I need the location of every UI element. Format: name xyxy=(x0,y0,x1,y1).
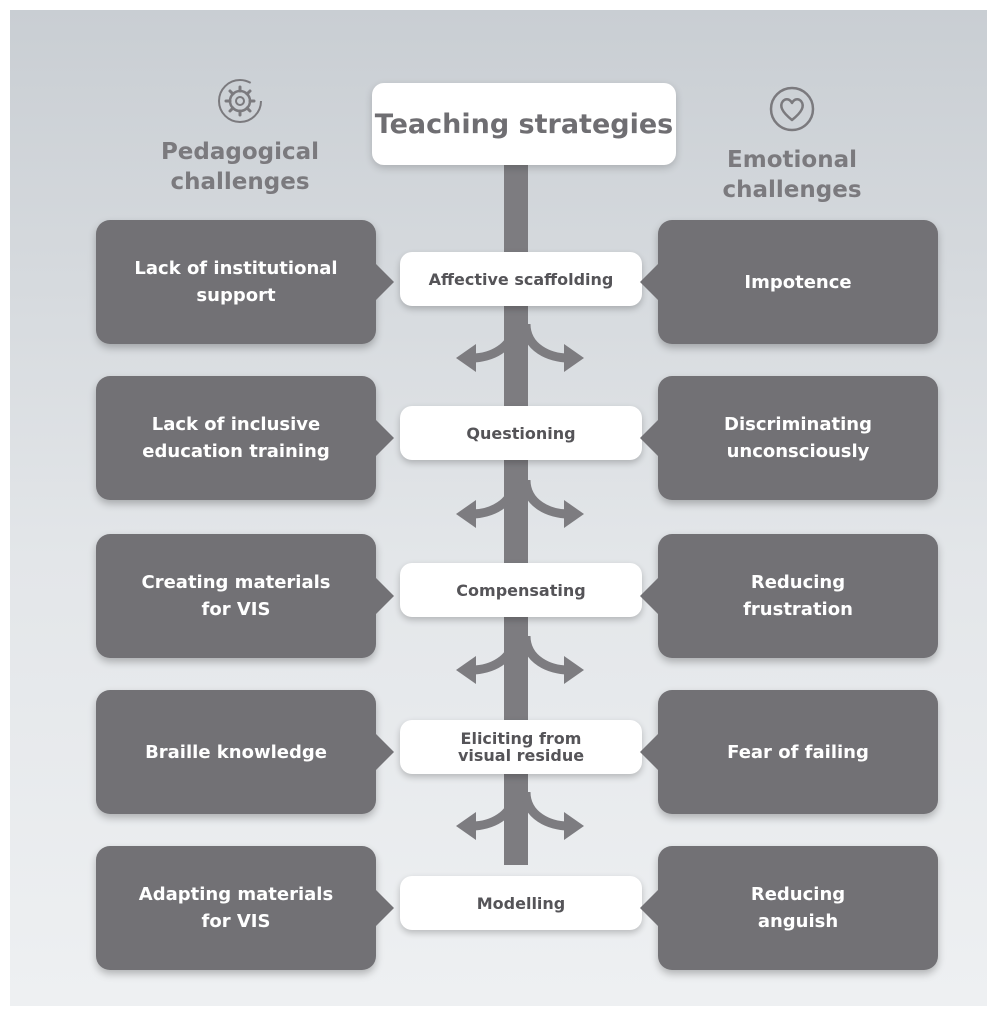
strategy-box: Questioning xyxy=(400,406,642,460)
strategy-label: Affective scaffolding xyxy=(428,269,614,289)
gear-icon xyxy=(218,79,262,123)
emotional-challenge-text: Discriminating xyxy=(724,414,872,435)
pedagogical-challenge-box: Lack of institutional support xyxy=(96,220,394,344)
pedagogical-challenge-text: Adapting materials xyxy=(138,884,334,905)
strategy-label: Modelling xyxy=(476,893,566,913)
strategy-box: Affective scaffolding xyxy=(400,252,642,306)
pedagogical-challenge-box: Lack of inclusive education training xyxy=(96,376,394,500)
strategy-label: Compensating xyxy=(456,580,586,600)
strategy-box: Compensating xyxy=(400,563,642,617)
emotional-challenge-text: anguish xyxy=(757,911,839,932)
page-title: Teaching strategies xyxy=(372,83,676,165)
pedagogical-challenge-text: for VIS xyxy=(201,599,271,620)
double-curved-arrow xyxy=(456,791,584,840)
strategy-box: Eliciting from visual residue xyxy=(400,720,642,774)
pedagogical-header-line1: Pedagogical xyxy=(160,139,320,165)
double-curved-arrow xyxy=(456,323,584,372)
pedagogical-challenge-text: support xyxy=(196,285,276,306)
pedagogical-challenge-text: Creating materials xyxy=(141,572,331,593)
emotional-header: Emotional challenges xyxy=(682,85,902,205)
emotional-challenge-text: Impotence xyxy=(744,271,852,293)
emotional-challenge-text: Reducing xyxy=(750,572,846,593)
strategy-label: Questioning xyxy=(466,423,576,443)
pedagogical-challenge-text: Lack of institutional xyxy=(134,258,338,279)
double-curved-arrow xyxy=(456,635,584,684)
diagram-canvas: Pedagogical challenges Emotional challen… xyxy=(10,10,987,1006)
heart-icon xyxy=(769,86,815,132)
pedagogical-header: Pedagogical challenges xyxy=(130,77,350,197)
emotional-challenge-text: unconsciously xyxy=(726,441,870,462)
pedagogical-challenge-text: Lack of inclusive xyxy=(151,414,321,435)
strategy-box: Modelling xyxy=(400,876,642,930)
strategy-label: visual residue xyxy=(457,746,585,765)
emotional-header-line2: challenges xyxy=(722,177,862,203)
pedagogical-header-line2: challenges xyxy=(170,169,310,195)
emotional-header-line1: Emotional xyxy=(727,147,857,173)
emotional-challenge-box: Reducing frustration xyxy=(640,534,938,658)
pedagogical-challenge-box: Creating materials for VIS xyxy=(96,534,394,658)
pedagogical-challenge-box: Adapting materials for VIS xyxy=(96,846,394,970)
pedagogical-challenge-text: for VIS xyxy=(201,911,271,932)
emotional-challenge-text: frustration xyxy=(743,599,853,620)
emotional-challenge-box: Fear of failing xyxy=(640,690,938,814)
emotional-challenge-text: Fear of failing xyxy=(727,741,869,763)
double-curved-arrow xyxy=(456,479,584,528)
emotional-challenge-text: Reducing xyxy=(750,884,846,905)
pedagogical-challenge-text: education training xyxy=(142,441,330,462)
emotional-challenge-box: Impotence xyxy=(640,220,938,344)
emotional-challenge-box: Reducing anguish xyxy=(640,846,938,970)
pedagogical-challenge-box: Braille knowledge xyxy=(96,690,394,814)
pedagogical-challenge-text: Braille knowledge xyxy=(145,741,327,763)
strategy-label: Eliciting from xyxy=(460,729,582,748)
emotional-challenge-box: Discriminating unconsciously xyxy=(640,376,938,500)
